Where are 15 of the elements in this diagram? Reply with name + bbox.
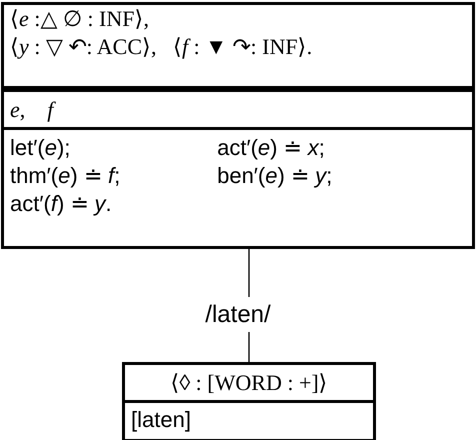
- condition: ben′(e) ≐ y;: [217, 163, 332, 188]
- feature-term: ⟨◊ : [WORD : +]⟩: [170, 370, 328, 395]
- condition: let′(e);: [10, 135, 70, 160]
- feature-term: ⟨f : ▼ ↷: INF⟩.: [173, 34, 312, 59]
- word-form: [laten]: [131, 407, 191, 432]
- attribute-box: [1, 89, 475, 249]
- condition: act′(e) ≐ x;: [217, 135, 325, 160]
- discourse-referents: e, f: [10, 97, 54, 122]
- edge-label: /laten/: [205, 297, 271, 332]
- feature-term: ⟨y : ▽ ↶: ACC⟩,: [10, 34, 157, 59]
- condition: thm′(e) ≐ f;: [10, 163, 120, 188]
- feature-term: ⟨e :△ ∅ : INF⟩,: [10, 6, 149, 31]
- attribute-box: [1, 2, 475, 89]
- condition: act′(f) ≐ y.: [10, 191, 112, 216]
- attribute-box: [122, 362, 376, 440]
